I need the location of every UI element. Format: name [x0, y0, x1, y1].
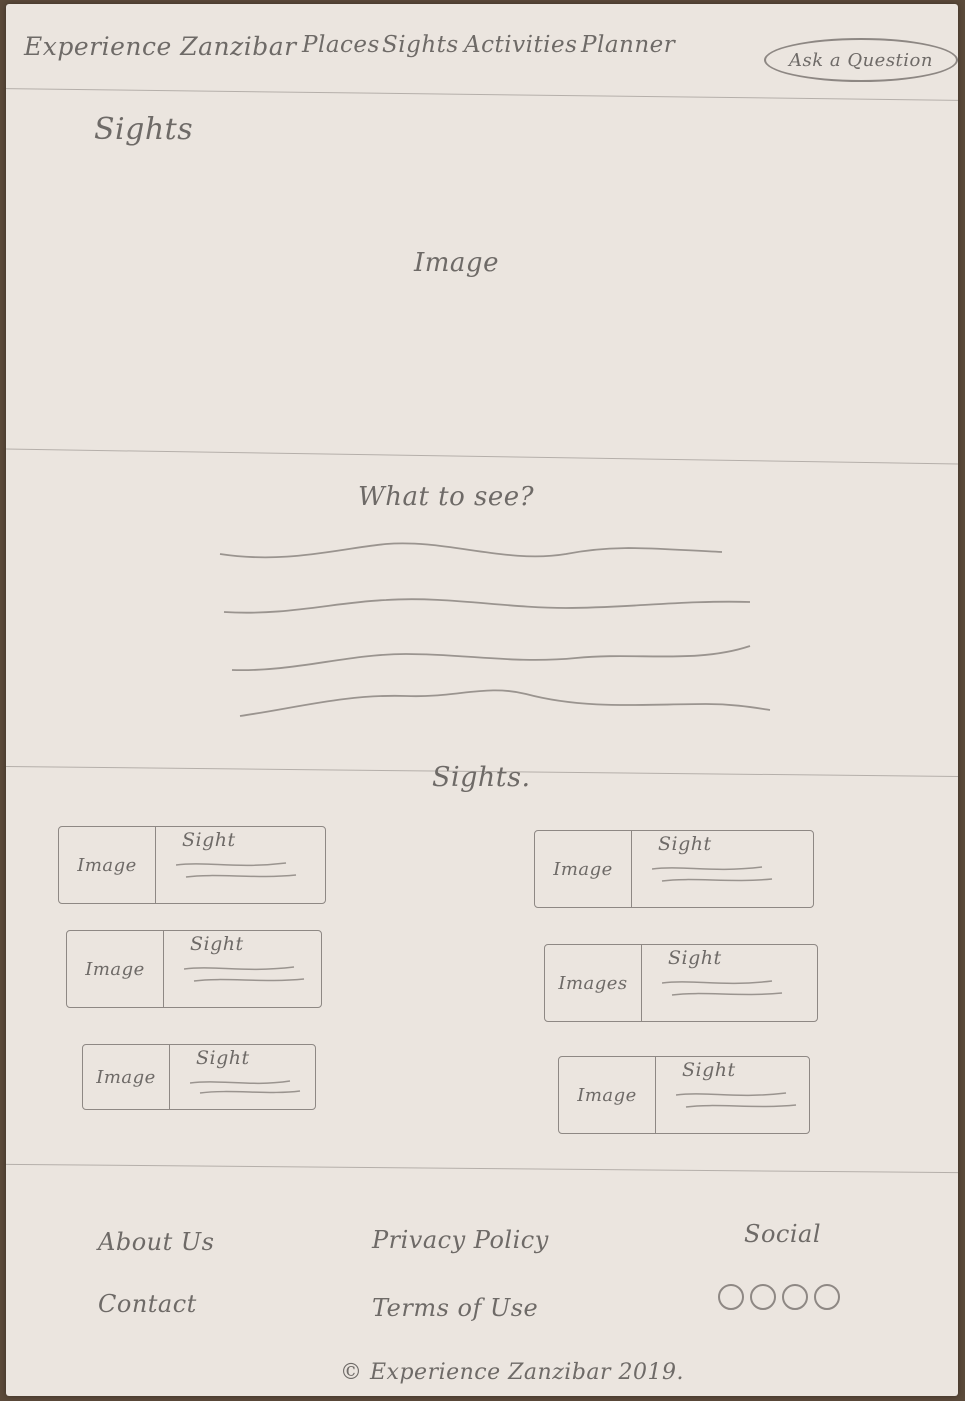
sight-image-placeholder: Image	[67, 931, 164, 1007]
sight-text-lines	[184, 966, 305, 982]
sight-card[interactable]: Image Sight	[58, 826, 326, 904]
social-icon[interactable]	[750, 1284, 776, 1310]
footer-copyright: © Experience Zanzibar 2019.	[340, 1360, 685, 1385]
sight-title: Sight	[196, 1047, 250, 1069]
hero-image-placeholder: Image	[414, 248, 499, 278]
sight-title: Sight	[190, 933, 244, 955]
sight-image-placeholder: Image	[83, 1045, 170, 1109]
sight-text-lines	[676, 1092, 797, 1108]
nav-sights[interactable]: Sights	[382, 32, 459, 58]
footer-about-link[interactable]: About Us	[98, 1228, 215, 1256]
sights-heading: Sights.	[432, 762, 531, 793]
sight-text-lines	[190, 1080, 301, 1094]
footer-terms-link[interactable]: Terms of Use	[372, 1294, 539, 1322]
sight-title: Sight	[682, 1059, 736, 1081]
ask-question-button[interactable]: Ask a Question	[764, 38, 958, 82]
sight-card[interactable]: Image Sight	[558, 1056, 810, 1134]
sight-image-placeholder: Image	[535, 831, 632, 907]
text-line	[231, 645, 751, 672]
social-icons	[718, 1284, 840, 1310]
sight-image-placeholder: Image	[559, 1057, 656, 1133]
footer-social-heading: Social	[744, 1220, 821, 1248]
sight-title: Sight	[668, 947, 722, 969]
text-line	[239, 689, 771, 717]
social-icon[interactable]	[814, 1284, 840, 1310]
footer-privacy-link[interactable]: Privacy Policy	[372, 1226, 549, 1254]
sight-title: Sight	[182, 829, 236, 851]
sight-image-placeholder: Images	[545, 945, 642, 1021]
sight-card[interactable]: Image Sight	[534, 830, 814, 908]
sight-card[interactable]: Image Sight	[82, 1044, 316, 1110]
sight-card[interactable]: Image Sight	[66, 930, 322, 1008]
social-icon[interactable]	[718, 1284, 744, 1310]
footer-contact-link[interactable]: Contact	[98, 1290, 197, 1318]
text-line	[219, 542, 723, 559]
nav-activities[interactable]: Activities	[464, 32, 578, 58]
intro-heading: What to see?	[358, 482, 535, 512]
sight-text-lines	[662, 980, 783, 996]
sight-text-lines	[652, 866, 773, 882]
nav-places[interactable]: Places	[302, 32, 380, 58]
sight-image-placeholder: Image	[59, 827, 156, 903]
social-icon[interactable]	[782, 1284, 808, 1310]
intro-text-lines	[219, 542, 771, 717]
page-title: Sights	[94, 112, 194, 147]
sight-title: Sight	[658, 833, 712, 855]
brand-logo[interactable]: Experience Zanzibar	[24, 32, 297, 61]
nav-planner[interactable]: Planner	[581, 32, 676, 58]
sketch-page: Experience Zanzibar Places Sights Activi…	[6, 4, 958, 1396]
sight-text-lines	[176, 862, 297, 878]
sight-card[interactable]: Images Sight	[544, 944, 818, 1022]
text-line	[223, 598, 751, 614]
